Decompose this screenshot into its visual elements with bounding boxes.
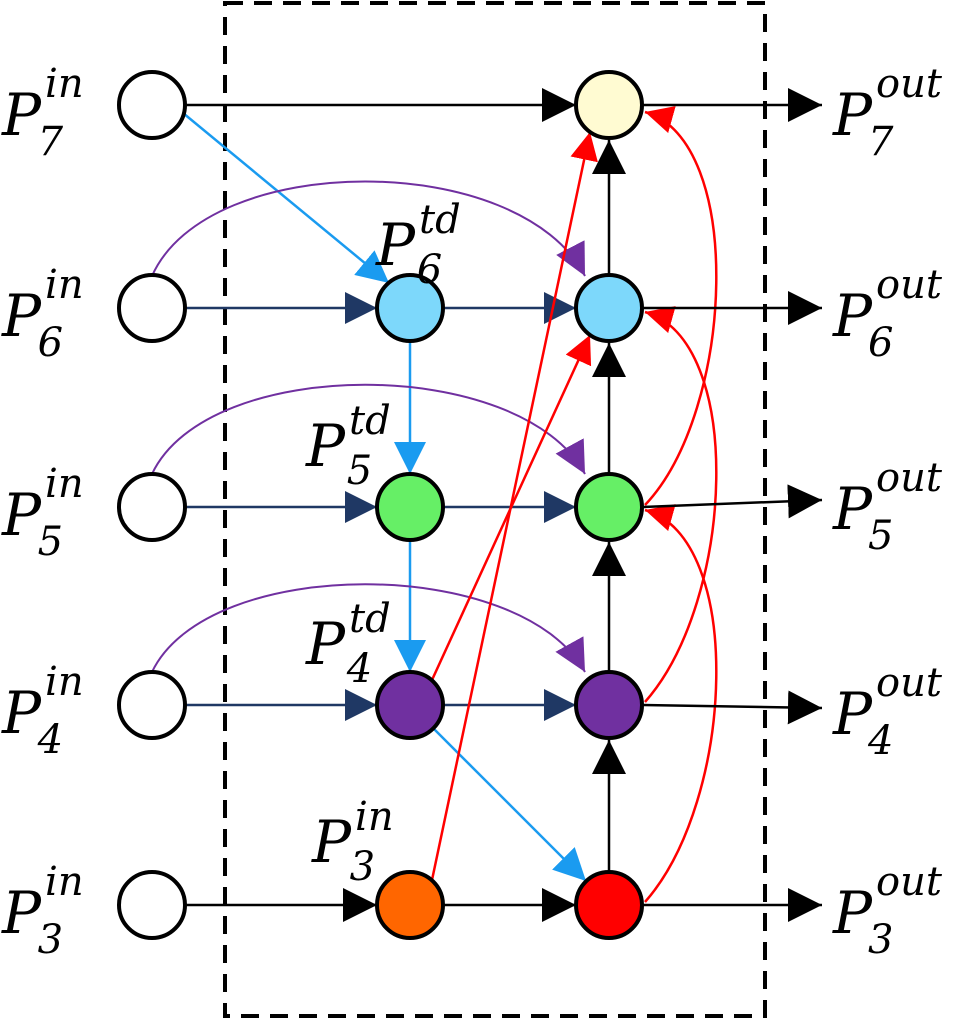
node-in6 (117, 273, 187, 343)
nodes-layer (117, 70, 644, 940)
dashed-frame (223, 1, 767, 1018)
edge-in4-to-out4 (151, 583, 586, 673)
edge-out5-to-out7 (644, 106, 718, 506)
node-out6 (574, 273, 644, 343)
node-out7 (574, 70, 644, 140)
edge-in7-to-td6 (182, 112, 390, 284)
edge-in5-to-out5 (151, 383, 586, 475)
node-out3 (574, 870, 644, 940)
node-in3 (117, 870, 187, 940)
node-in7 (117, 70, 187, 140)
node-in4 (117, 670, 187, 740)
edges-layer (151, 88, 823, 922)
edge-out3-to-out5 (644, 504, 718, 903)
node-td5 (375, 472, 445, 542)
node-out5 (574, 472, 644, 542)
output-arrow-4 (642, 690, 823, 725)
edge-out4-to-out6 (644, 306, 718, 703)
node-out4 (574, 670, 644, 740)
node-in5 (117, 472, 187, 542)
edge-td4-to-out3 (432, 727, 587, 882)
output-arrow-5 (642, 484, 823, 519)
node-td6 (375, 273, 445, 343)
edge-in6-to-out6 (151, 180, 586, 277)
node-td4 (375, 670, 445, 740)
edge-td4-to-out6 (430, 334, 592, 681)
node-in3b (375, 870, 445, 940)
